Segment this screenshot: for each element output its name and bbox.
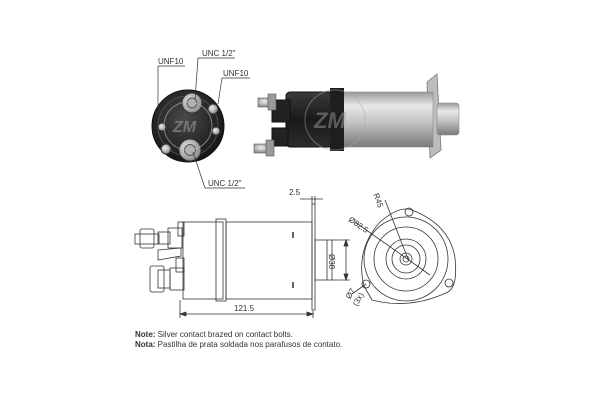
note-portuguese-label: Nota: (135, 340, 156, 349)
terminal-cap-photo: ZM (151, 89, 225, 163)
dim-flange-thickness: 2.5 (289, 188, 301, 197)
front-view-drawing (351, 199, 457, 304)
label-unf10-right: UNF10 (223, 69, 249, 78)
note-portuguese-text: Pastilha de prata soldada nos parafusos … (155, 340, 343, 349)
note-english: Note: Silver contact brazed on contact b… (135, 330, 293, 339)
note-portuguese: Nota: Pastilha de prata soldada nos para… (135, 340, 342, 349)
leader-lines (157, 57, 250, 189)
side-view-drawing (134, 196, 350, 318)
note-english-label: Note: (135, 330, 156, 339)
note-english-text: Silver contact brazed on contact bolts. (155, 330, 293, 339)
dim-shaft-diameter: Ø38 (327, 254, 336, 270)
dim-overall-length: 121.5 (234, 304, 255, 313)
watermark-logo: ZM (172, 119, 197, 136)
label-unc-top: UNC 1/2" (202, 49, 236, 58)
label-unf10-left: UNF10 (158, 57, 184, 66)
solenoid-side-photo: ZM (253, 73, 460, 159)
svg-text:ZM: ZM (313, 108, 346, 133)
label-unc-bottom: UNC 1/2" (208, 179, 242, 188)
